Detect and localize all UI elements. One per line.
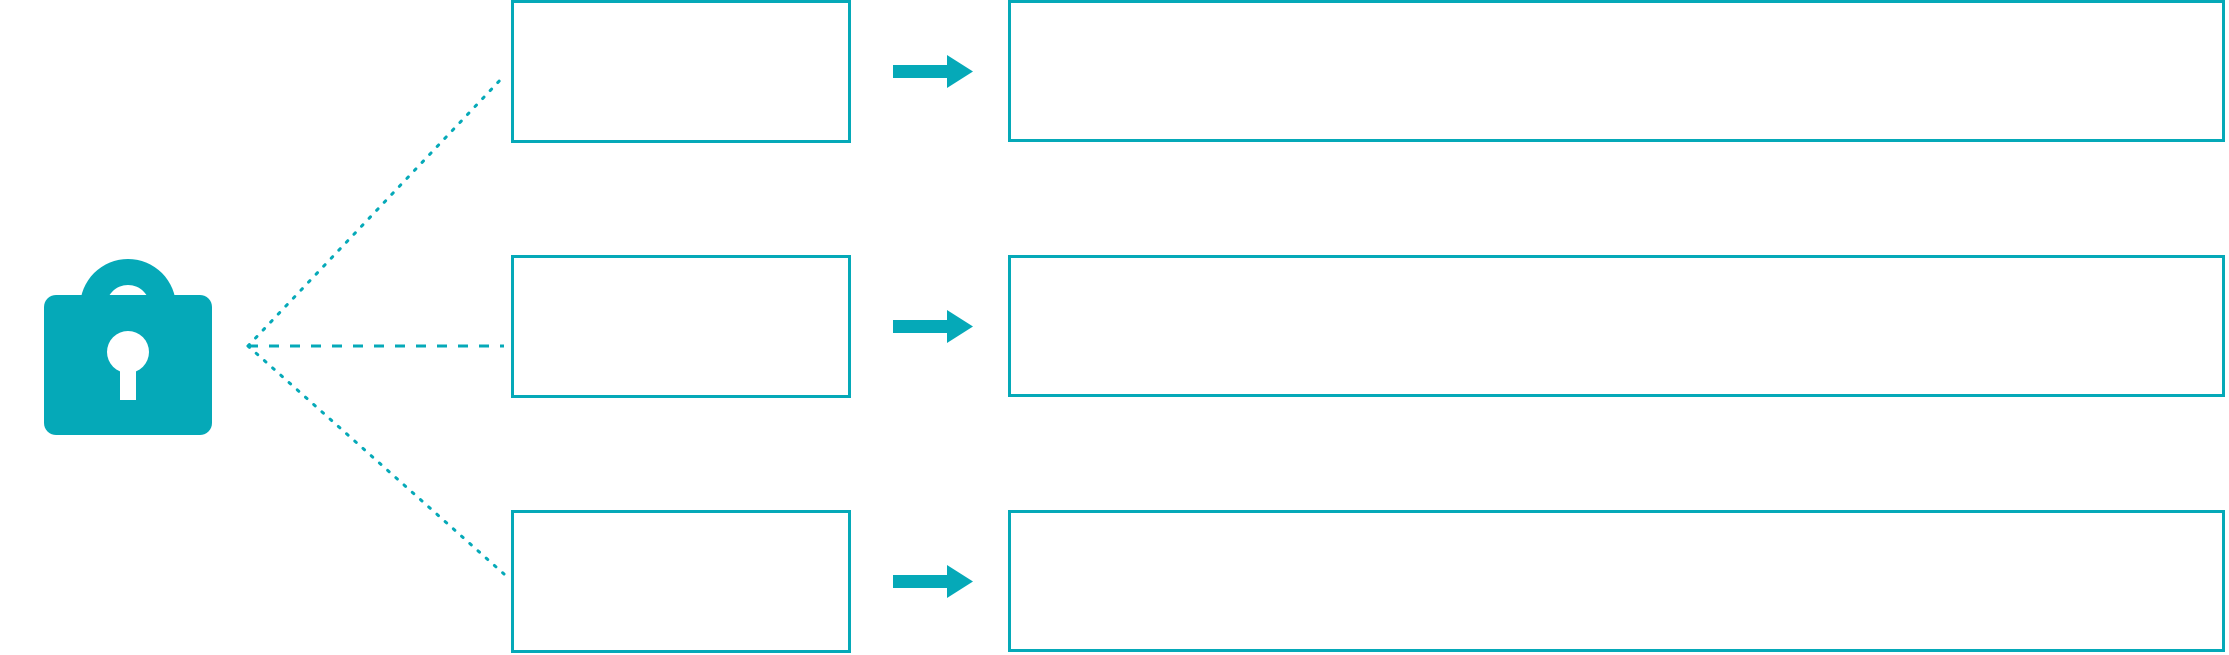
detail-box[interactable]: [1008, 510, 2225, 652]
diagram-row: [0, 0, 2229, 145]
lock-icon: [28, 212, 228, 442]
stage-box[interactable]: [511, 255, 851, 398]
right-arrow-icon: [893, 55, 973, 88]
stage-box[interactable]: [511, 510, 851, 653]
right-arrow-icon: [893, 310, 973, 343]
detail-box[interactable]: [1008, 255, 2225, 397]
right-arrow-icon: [893, 565, 973, 598]
diagram-row: [0, 255, 2229, 400]
diagram-row: [0, 510, 2229, 655]
detail-box[interactable]: [1008, 0, 2225, 142]
stage-box[interactable]: [511, 0, 851, 143]
